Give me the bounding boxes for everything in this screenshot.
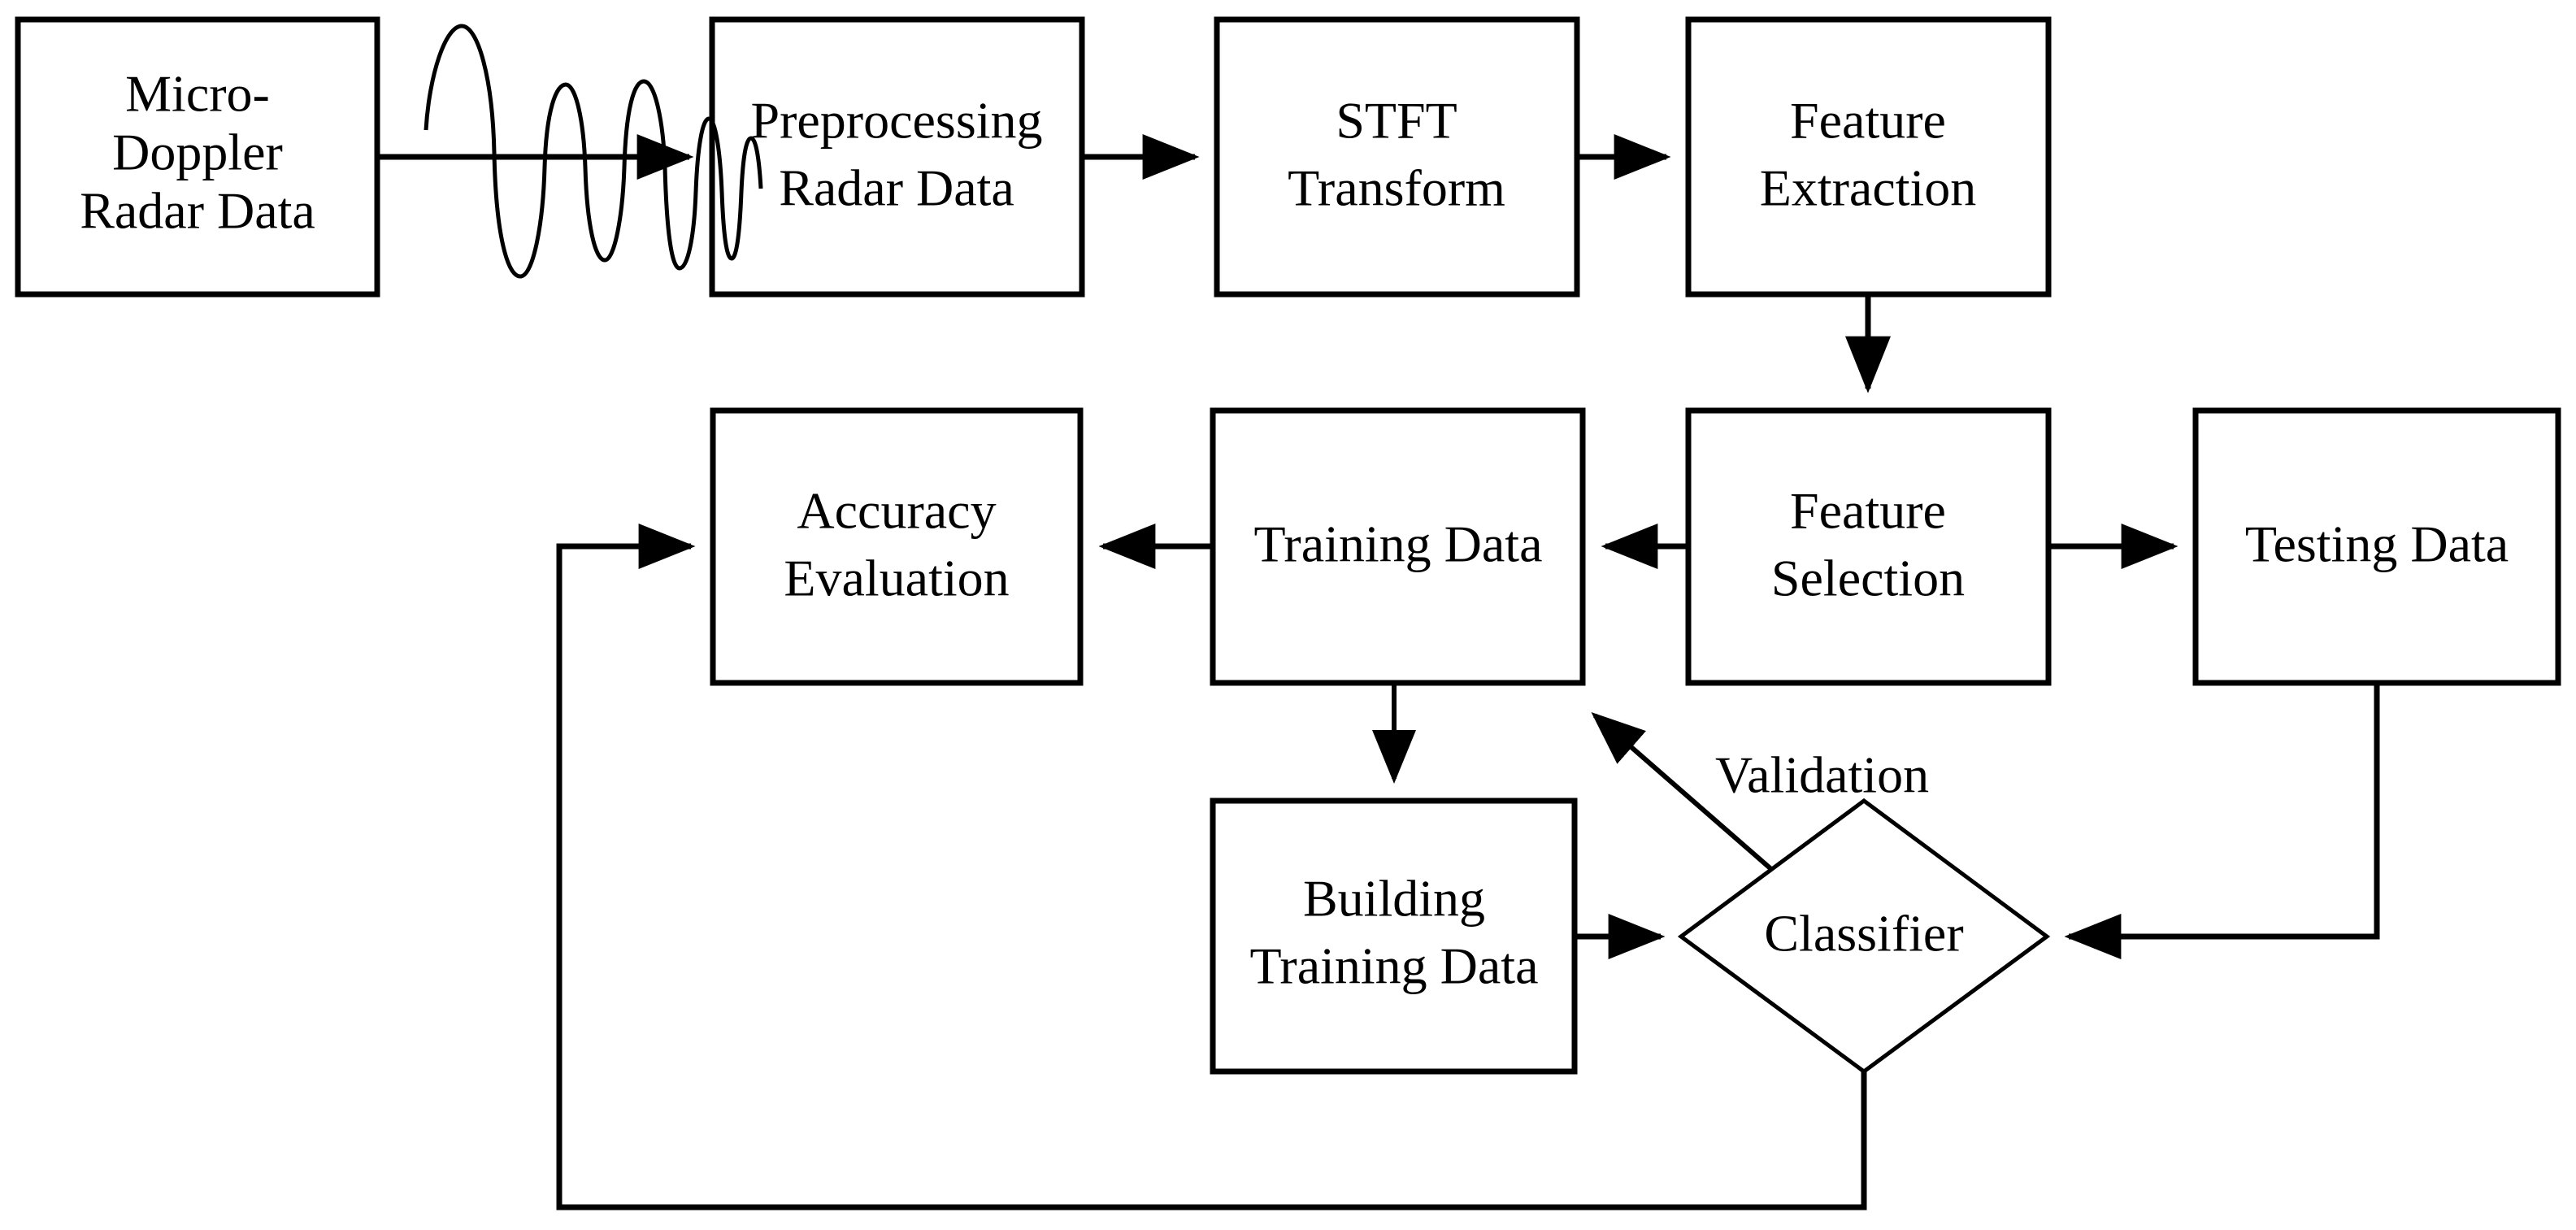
edge-testing-data-to-classifier <box>2064 683 2380 959</box>
node-label-feature-extraction-line1: Feature <box>1790 92 1946 150</box>
node-label-accuracy-evaluation-line2: Evaluation <box>784 550 1009 607</box>
node-testing-data[interactable]: Testing Data <box>2192 407 2561 686</box>
edge-label-validation: Validation <box>1715 746 1929 804</box>
node-building-training-data[interactable]: Building Training Data <box>1210 798 1578 1075</box>
node-label-testing-data-line1: Testing Data <box>2245 515 2509 573</box>
node-label-micro-doppler-radar-data-line2: Doppler <box>112 124 283 181</box>
node-stft-transform[interactable]: STFT Transform <box>1214 16 1580 298</box>
node-box-testing-data <box>2192 407 2561 686</box>
node-classifier[interactable]: Classifier <box>1677 798 2051 1075</box>
node-label-stft-transform-line1: STFT <box>1336 92 1457 150</box>
node-box-building-training-data <box>1210 798 1578 1075</box>
node-micro-doppler-radar-data[interactable]: Micro- Doppler Radar Data <box>15 16 380 298</box>
node-box-training-data <box>1210 407 1586 686</box>
node-label-micro-doppler-radar-data-line1: Micro- <box>125 65 270 123</box>
node-label-building-training-data-line2: Training Data <box>1250 937 1539 995</box>
node-box-stft-transform <box>1214 16 1580 298</box>
node-feature-extraction[interactable]: Feature Extraction <box>1685 16 2052 298</box>
edge-classifier-to-accuracy-evaluation-feedback <box>556 524 1867 1210</box>
node-label-preprocessing-radar-data-line2: Radar Data <box>779 159 1014 217</box>
node-label-classifier-line1: Classifier <box>1764 905 1963 963</box>
node-box-accuracy-evaluation <box>710 407 1084 686</box>
node-label-building-training-data-line1: Building <box>1303 870 1485 928</box>
node-label-preprocessing-radar-data-line1: Preprocessing <box>750 92 1042 150</box>
node-accuracy-evaluation[interactable]: Accuracy Evaluation <box>710 407 1084 686</box>
node-label-training-data-line1: Training Data <box>1254 515 1543 573</box>
node-training-data[interactable]: Training Data <box>1210 407 1586 686</box>
node-label-feature-selection-line1: Feature <box>1790 482 1946 540</box>
edge-classifier-to-training-data-validation <box>1591 712 1774 872</box>
node-preprocessing-radar-data[interactable]: Preprocessing Radar Data <box>709 16 1085 298</box>
node-label-feature-extraction-line2: Extraction <box>1760 159 1977 217</box>
waveform-icon <box>424 24 763 279</box>
node-box-micro-doppler-radar-data <box>15 16 380 298</box>
node-box-feature-selection <box>1685 407 2052 686</box>
node-label-stft-transform-line2: Transform <box>1288 159 1505 217</box>
node-feature-selection[interactable]: Feature Selection <box>1685 407 2052 686</box>
node-box-feature-extraction <box>1685 16 2052 298</box>
node-label-feature-selection-line2: Selection <box>1771 550 1965 607</box>
node-label-micro-doppler-radar-data-line3: Radar Data <box>80 182 315 240</box>
node-box-preprocessing-radar-data <box>709 16 1085 298</box>
node-label-accuracy-evaluation-line1: Accuracy <box>797 482 996 540</box>
